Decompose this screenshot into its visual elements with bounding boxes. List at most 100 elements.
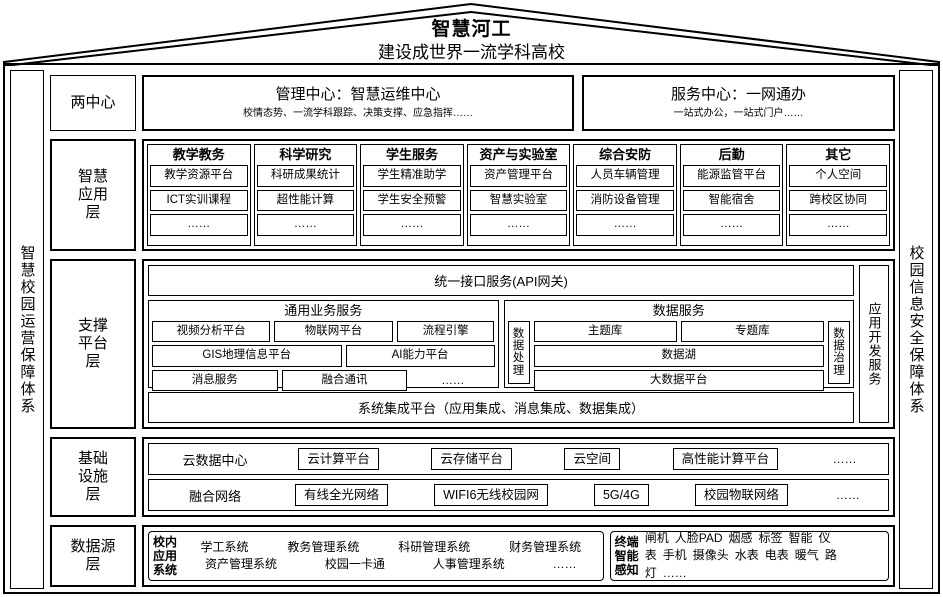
app-item[interactable]: 资产管理平台 (469, 165, 568, 187)
app-group-title: 资产与实验室 (479, 147, 558, 162)
sidebar-left-operations: 智慧校园运营保障体系 (10, 70, 44, 589)
terminal-item[interactable]: 暖气 (794, 548, 819, 563)
data-chip[interactable]: 大数据平台 (533, 369, 824, 392)
campus-system-item[interactable]: 教务管理系统 (287, 539, 360, 554)
data-chip[interactable]: 数据湖 (533, 345, 824, 367)
campus-systems-label: 校内 应用 系统 (153, 535, 177, 577)
app-item[interactable]: 超性能计算 (256, 189, 355, 212)
app-group-research[interactable]: 科学研究 科研成果统计 超性能计算 …… (253, 144, 358, 246)
common-services-row: 视频分析平台 物联网平台 流程引擎 (152, 320, 495, 343)
campus-systems-label-line: 系统 (153, 563, 178, 578)
app-group-title: 综合安防 (599, 147, 652, 162)
app-item[interactable]: 科研成果统计 (256, 165, 355, 187)
app-group-logistics[interactable]: 后勤 能源监管平台 智能宿舍 …… (679, 144, 784, 246)
service-chip[interactable]: 视频分析平台 (152, 320, 271, 343)
terminal-item[interactable]: 闸机 (644, 530, 669, 545)
layer-stack: 两中心 管理中心：智慧运维中心 校情态势、一流学科跟踪、决策支撑、应急指挥…… … (50, 68, 895, 591)
app-item[interactable]: ICT实训课程 (150, 189, 248, 212)
app-group-teaching[interactable]: 教学教务 教学资源平台 ICT实训课程 …… (147, 144, 251, 246)
infra-chip[interactable]: 云计算平台 (298, 447, 379, 471)
campus-system-item[interactable]: 财务管理系统 (509, 539, 582, 554)
terminal-sensing-row: 闸机 人脸PAD 烟感 标签 智能 仪 (645, 530, 884, 547)
app-item[interactable]: 能源监管平台 (682, 165, 781, 187)
app-item[interactable]: 跨校区协同 (789, 189, 888, 212)
service-chip[interactable]: 物联网平台 (274, 320, 393, 343)
layer-label-support-platform: 支撑 平台 层 (50, 259, 136, 429)
campus-system-item[interactable]: 人事管理系统 (432, 557, 505, 571)
infra-chip[interactable]: 有线全光网络 (295, 483, 389, 507)
app-item[interactable]: 消防设备管理 (576, 189, 674, 212)
layer-infrastructure: 基础 设施 层 云数据中心 云计算平台 云存储平台 云空间 (50, 437, 895, 517)
app-item[interactable]: 个人空间 (789, 165, 888, 187)
app-item[interactable]: …… (363, 214, 461, 236)
data-chip[interactable]: 专题库 (680, 320, 824, 343)
system-integration-bar[interactable]: 系统集成平台（应用集成、消息集成、数据集成） (148, 392, 854, 423)
terminal-item[interactable]: 手机 (662, 548, 687, 563)
common-business-services: 通用业务服务 视频分析平台 物联网平台 流程引擎 GIS地理 (148, 300, 499, 392)
terminal-item[interactable]: 电表 (764, 548, 789, 563)
app-group-student-service[interactable]: 学生服务 学生精准助学 学生安全预警 …… (360, 144, 464, 246)
service-chip[interactable]: 融合通讯 (281, 369, 408, 392)
app-item[interactable]: 学生精准助学 (363, 165, 461, 187)
campus-system-item[interactable]: 校园一卡通 (324, 557, 385, 571)
center-management[interactable]: 管理中心：智慧运维中心 校情态势、一流学科跟踪、决策支撑、应急指挥…… (142, 75, 575, 131)
infra-chip[interactable]: 校园物联网络 (694, 483, 788, 507)
app-item[interactable]: 智能宿舍 (682, 189, 781, 212)
terminal-item[interactable]: 仪 (818, 530, 831, 545)
terminal-item[interactable]: 路 (824, 548, 837, 563)
app-item[interactable]: …… (469, 214, 568, 236)
terminal-item[interactable]: 表 (644, 548, 657, 563)
service-chip[interactable]: GIS地理信息平台 (152, 345, 342, 367)
data-processing-rail[interactable]: 数据处理 (507, 320, 530, 384)
terminal-item[interactable]: 标签 (758, 530, 783, 545)
terminal-item[interactable]: 烟感 (728, 530, 753, 545)
center-management-title: 管理中心：智慧运维中心 (275, 86, 441, 104)
app-group-other[interactable]: 其它 个人空间 跨校区协同 …… (786, 144, 891, 246)
infra-chip[interactable]: 云空间 (564, 447, 620, 471)
terminal-item[interactable]: 智能 (788, 530, 813, 545)
app-item[interactable]: 人员车辆管理 (576, 165, 674, 187)
terminal-item[interactable]: 灯 (644, 565, 657, 580)
app-group-asset-lab[interactable]: 资产与实验室 资产管理平台 智慧实验室 …… (466, 144, 571, 246)
app-item[interactable]: 学生安全预警 (363, 189, 461, 212)
infra-chip[interactable]: 5G/4G (593, 483, 649, 507)
terminal-ellipsis: …… (662, 565, 687, 580)
center-service[interactable]: 服务中心：一网通办 一站式办公，一站式门户…… (582, 75, 895, 131)
data-governance-rail[interactable]: 数据治理 (828, 320, 850, 384)
app-group-security[interactable]: 综合安防 人员车辆管理 消防设备管理 …… (573, 144, 677, 246)
api-gateway-bar[interactable]: 统一接口服务(API网关) (148, 265, 854, 296)
terminal-item[interactable]: 人脸PAD (674, 530, 723, 545)
campus-system-item[interactable]: 学工系统 (200, 539, 249, 554)
sidebar-right-label: 校园信息安全保障体系 (907, 244, 925, 415)
app-item[interactable]: …… (576, 214, 674, 236)
infrastructure-row-cloud: 云数据中心 云计算平台 云存储平台 云空间 高性能计算平台 …… (148, 443, 889, 475)
infra-chip[interactable]: WIFI6无线校园网 (434, 483, 548, 507)
layer-two-centers: 两中心 管理中心：智慧运维中心 校情态势、一流学科跟踪、决策支撑、应急指挥…… … (50, 75, 895, 131)
infrastructure-row-network: 融合网络 有线全光网络 WIFI6无线校园网 5G/4G 校园物联网络 …… (148, 479, 889, 511)
service-chip[interactable]: 消息服务 (152, 369, 278, 392)
app-item[interactable]: 教学资源平台 (150, 165, 248, 187)
app-development-service[interactable]: 应用开发服务 (859, 265, 889, 423)
layer-support-platform: 支撑 平台 层 统一接口服务(API网关) 通用业务服务 (50, 259, 895, 429)
app-item[interactable]: …… (789, 214, 888, 236)
infra-chip[interactable]: 云存储平台 (431, 447, 512, 471)
service-chip[interactable]: AI能力平台 (345, 345, 495, 367)
infra-chip[interactable]: 高性能计算平台 (672, 447, 779, 471)
app-item[interactable]: …… (256, 214, 355, 236)
support-middle-row: 通用业务服务 视频分析平台 物联网平台 流程引擎 GIS地理 (148, 300, 854, 392)
roof-shape (3, 2, 940, 66)
campus-system-item[interactable]: 科研管理系统 (398, 539, 471, 554)
data-services: 数据服务 数据处理 主题库 专题库 (503, 300, 854, 392)
terminal-item[interactable]: 水表 (734, 548, 759, 563)
app-development-service-label: 应用开发服务 (866, 302, 882, 386)
terminal-sensing-label-line: 感知 (614, 563, 639, 578)
data-services-row: 数据湖 (533, 345, 824, 367)
app-item[interactable]: 智慧实验室 (469, 189, 568, 212)
campus-system-item[interactable]: 资产管理系统 (204, 557, 277, 571)
app-item[interactable]: …… (682, 214, 781, 236)
layer-label-line: 基础 (77, 450, 108, 468)
data-chip[interactable]: 主题库 (533, 320, 677, 343)
app-item[interactable]: …… (150, 214, 248, 236)
service-chip[interactable]: 流程引擎 (396, 320, 495, 343)
terminal-item[interactable]: 摄像头 (692, 548, 729, 563)
